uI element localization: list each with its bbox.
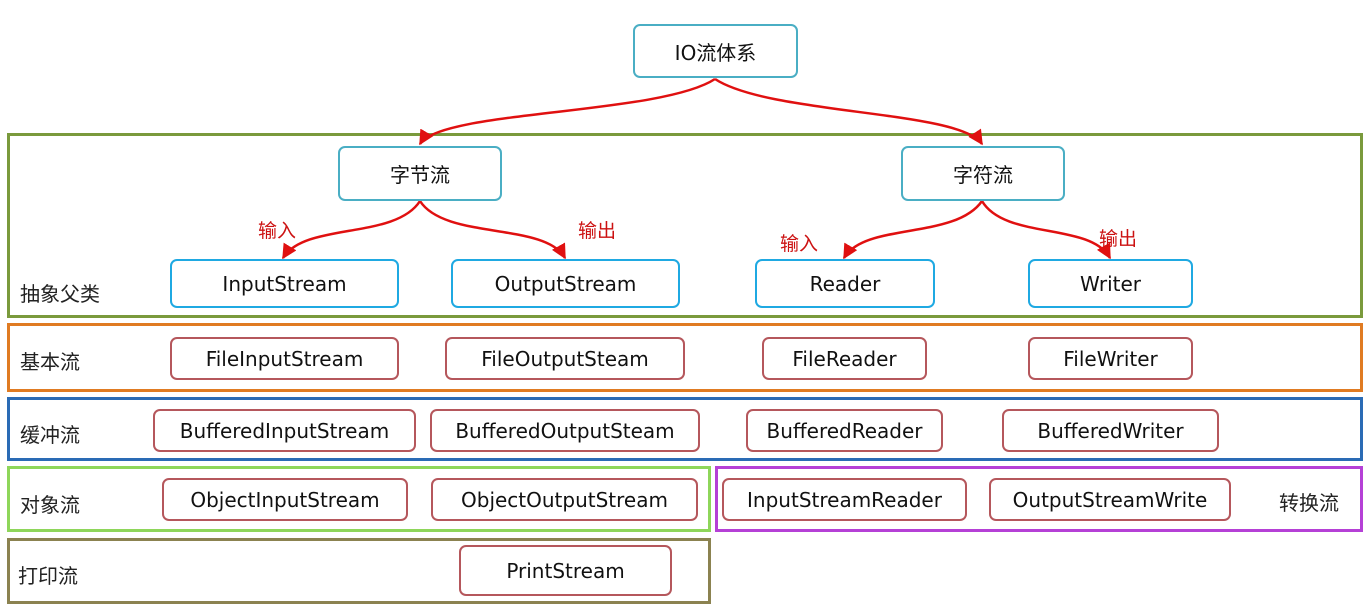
conversion-stream-frame (715, 466, 1363, 532)
writer-node: Writer (1028, 259, 1193, 308)
char-stream-node: 字符流 (901, 146, 1065, 201)
file-output-steam-node: FileOutputSteam (445, 337, 685, 380)
buffered-reader-node: BufferedReader (746, 409, 943, 452)
buffered-writer-node: BufferedWriter (1002, 409, 1219, 452)
arrow-char-to-reader (842, 200, 984, 260)
byte-stream-node: 字节流 (338, 146, 502, 201)
print-stream-node: PrintStream (459, 545, 672, 596)
print-stream-label: 打印流 (18, 564, 78, 588)
abstract-parent-label: 抽象父类 (20, 282, 100, 306)
input-stream-reader-node: InputStreamReader (722, 478, 967, 521)
arrow-root-to-byte-stream (418, 77, 716, 146)
edge-label-byte-input: 输入 (258, 220, 297, 242)
arrow-root-to-char-stream (714, 77, 984, 146)
arrow-byte-to-input-stream (281, 200, 422, 260)
object-stream-label: 对象流 (20, 493, 80, 517)
buffered-stream-label: 缓冲流 (20, 423, 80, 447)
edge-label-char-output: 输出 (1099, 228, 1138, 250)
arrow-char-to-writer (980, 200, 1112, 260)
reader-node: Reader (755, 259, 935, 308)
object-output-stream-node: ObjectOutputStream (431, 478, 698, 521)
input-stream-node: InputStream (170, 259, 399, 308)
conversion-stream-label: 转换流 (1279, 491, 1339, 515)
edge-label-char-input: 输入 (780, 233, 819, 255)
io-system-root: IO流体系 (633, 24, 798, 78)
edge-label-byte-output: 输出 (578, 220, 617, 242)
buffered-output-steam-node: BufferedOutputSteam (430, 409, 700, 452)
basic-stream-frame (7, 323, 1363, 392)
object-input-stream-node: ObjectInputStream (162, 478, 408, 521)
buffered-stream-frame (7, 397, 1363, 461)
output-stream-node: OutputStream (451, 259, 680, 308)
arrow-byte-to-output-stream (418, 200, 567, 260)
file-input-stream-node: FileInputStream (170, 337, 399, 380)
object-stream-frame (7, 466, 711, 532)
print-stream-frame (7, 538, 711, 604)
file-writer-node: FileWriter (1028, 337, 1193, 380)
output-stream-write-node: OutputStreamWrite (989, 478, 1231, 521)
file-reader-node: FileReader (762, 337, 927, 380)
abstract-parent-frame (7, 133, 1363, 318)
basic-stream-label: 基本流 (20, 350, 80, 374)
buffered-input-stream-node: BufferedInputStream (153, 409, 416, 452)
